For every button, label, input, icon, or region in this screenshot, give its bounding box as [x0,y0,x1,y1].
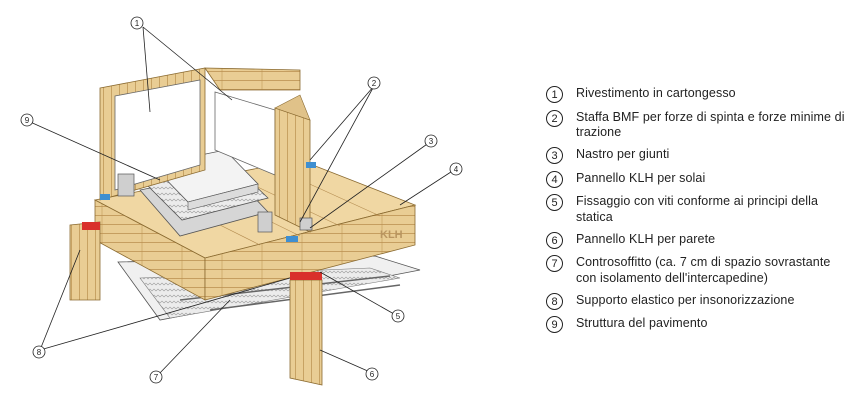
callouts: 1 2 3 4 5 6 7 8 9 [20,16,463,384]
construction-detail-illustration: KLH [20,16,463,386]
callout-9-label: 9 [25,116,30,125]
right-wall-upper [274,94,311,233]
legend-text: Nastro per giunti [576,147,670,161]
legend-item-8: 8 Supporto elastico per insonorizzazione [546,292,846,310]
klh-wall-panel [289,272,323,386]
callout-3: 3 [424,134,438,148]
legend-item-6: 6 Pannello KLH per parete [546,231,846,249]
legend-item-7: 7 Controsoffitto (ca. 7 cm di spazio sovr… [546,255,846,286]
callout-5: 5 [391,309,405,323]
callout-9: 9 [20,113,34,127]
bmf-brackets [117,173,313,233]
leader-lines [27,26,455,376]
legend-number: 1 [546,86,563,103]
legend-text: Struttura del pavimento [576,316,708,330]
legend: 1 Rivestimento in cartongesso 2 Staffa BMF… [546,86,846,340]
callout-4: 4 [449,162,463,176]
legend-text: Rivestimento in cartongesso [576,86,736,100]
legend-text: Pannello KLH per solai [576,170,706,185]
legend-number: 2 [546,109,563,127]
elastic-support-strip [290,272,322,280]
callout-1-label: 1 [135,19,140,28]
legend-item-9: 9 Struttura del pavimento [546,316,846,333]
legend-item-2: 2 Staffa BMF per forze di spinta e forze … [546,109,846,141]
legend-number: 7 [546,255,563,272]
legend-number: 8 [546,292,563,310]
joint-tape [100,162,316,242]
legend-number: 9 [546,316,563,333]
legend-item-1: 1 Rivestimento in cartongesso [546,86,846,103]
elastic-support-strip-left [82,222,100,230]
callout-6-label: 6 [370,370,375,379]
callout-4-label: 4 [454,165,459,174]
callout-2: 2 [367,76,381,90]
legend-text: Fissaggio con viti conforme ai principi … [576,194,819,224]
callout-1: 1 [130,16,144,30]
legend-number: 6 [546,231,563,249]
legend-number: 5 [546,194,563,211]
legend-number: 4 [546,170,563,188]
left-lower-wall [69,221,101,301]
legend-text: Controsoffitto (ca. 7 cm di spazio sovra… [576,255,831,285]
callout-5-label: 5 [396,312,401,321]
legend-item-3: 3 Nastro per giunti [546,147,846,164]
callout-3-label: 3 [429,137,434,146]
legend-item-5: 5 Fissaggio con viti conforme ai principi… [546,194,846,225]
callout-8-label: 8 [37,348,42,357]
legend-text: Pannello KLH per parete [576,231,716,246]
legend-item-4: 4 Pannello KLH per solai [546,170,846,188]
callout-7-label: 7 [154,373,159,382]
callout-2-label: 2 [372,79,377,88]
callout-8: 8 [32,345,46,359]
callout-7: 7 [149,370,163,384]
legend-text: Supporto elastico per insonorizzazione [576,292,795,307]
callout-6: 6 [365,367,379,381]
panel-brand-label: KLH [380,229,403,241]
legend-text: Staffa BMF per forze di spinta e forze m… [576,109,845,140]
legend-number: 3 [546,147,563,164]
